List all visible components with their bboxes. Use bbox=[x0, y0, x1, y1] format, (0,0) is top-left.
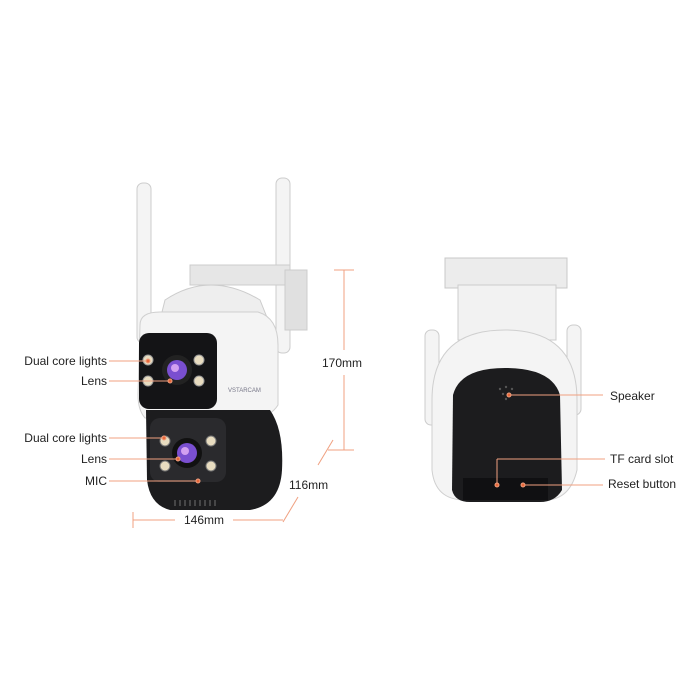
rear-body bbox=[452, 368, 562, 502]
callout-mic: MIC bbox=[85, 474, 107, 488]
dimension-depth: 116mm bbox=[289, 478, 329, 492]
callout-lens-upper: Lens bbox=[80, 374, 107, 388]
callout-speaker: Speaker bbox=[610, 389, 655, 403]
front-camera bbox=[136, 177, 308, 510]
dimension-height: 170mm bbox=[322, 356, 363, 370]
dimension-lines bbox=[132, 269, 354, 528]
rear-leader-lines bbox=[494, 392, 605, 488]
brand-mark: VSTARCAM bbox=[228, 388, 261, 394]
rear-camera bbox=[424, 257, 582, 502]
mount-bracket bbox=[189, 264, 291, 286]
front-leader-lines bbox=[109, 358, 201, 484]
top-cap bbox=[159, 284, 269, 321]
rear-mount-plate bbox=[444, 257, 568, 289]
callout-lens-lower: Lens bbox=[80, 452, 107, 466]
dimension-width: 146mm bbox=[184, 513, 225, 527]
callout-dual-core-lights-upper: Dual core lights bbox=[24, 354, 107, 368]
callout-reset-button: Reset button bbox=[608, 477, 677, 491]
callout-dual-core-lights-lower: Dual core lights bbox=[24, 431, 107, 445]
callout-tf-card-slot: TF card slot bbox=[610, 452, 674, 466]
